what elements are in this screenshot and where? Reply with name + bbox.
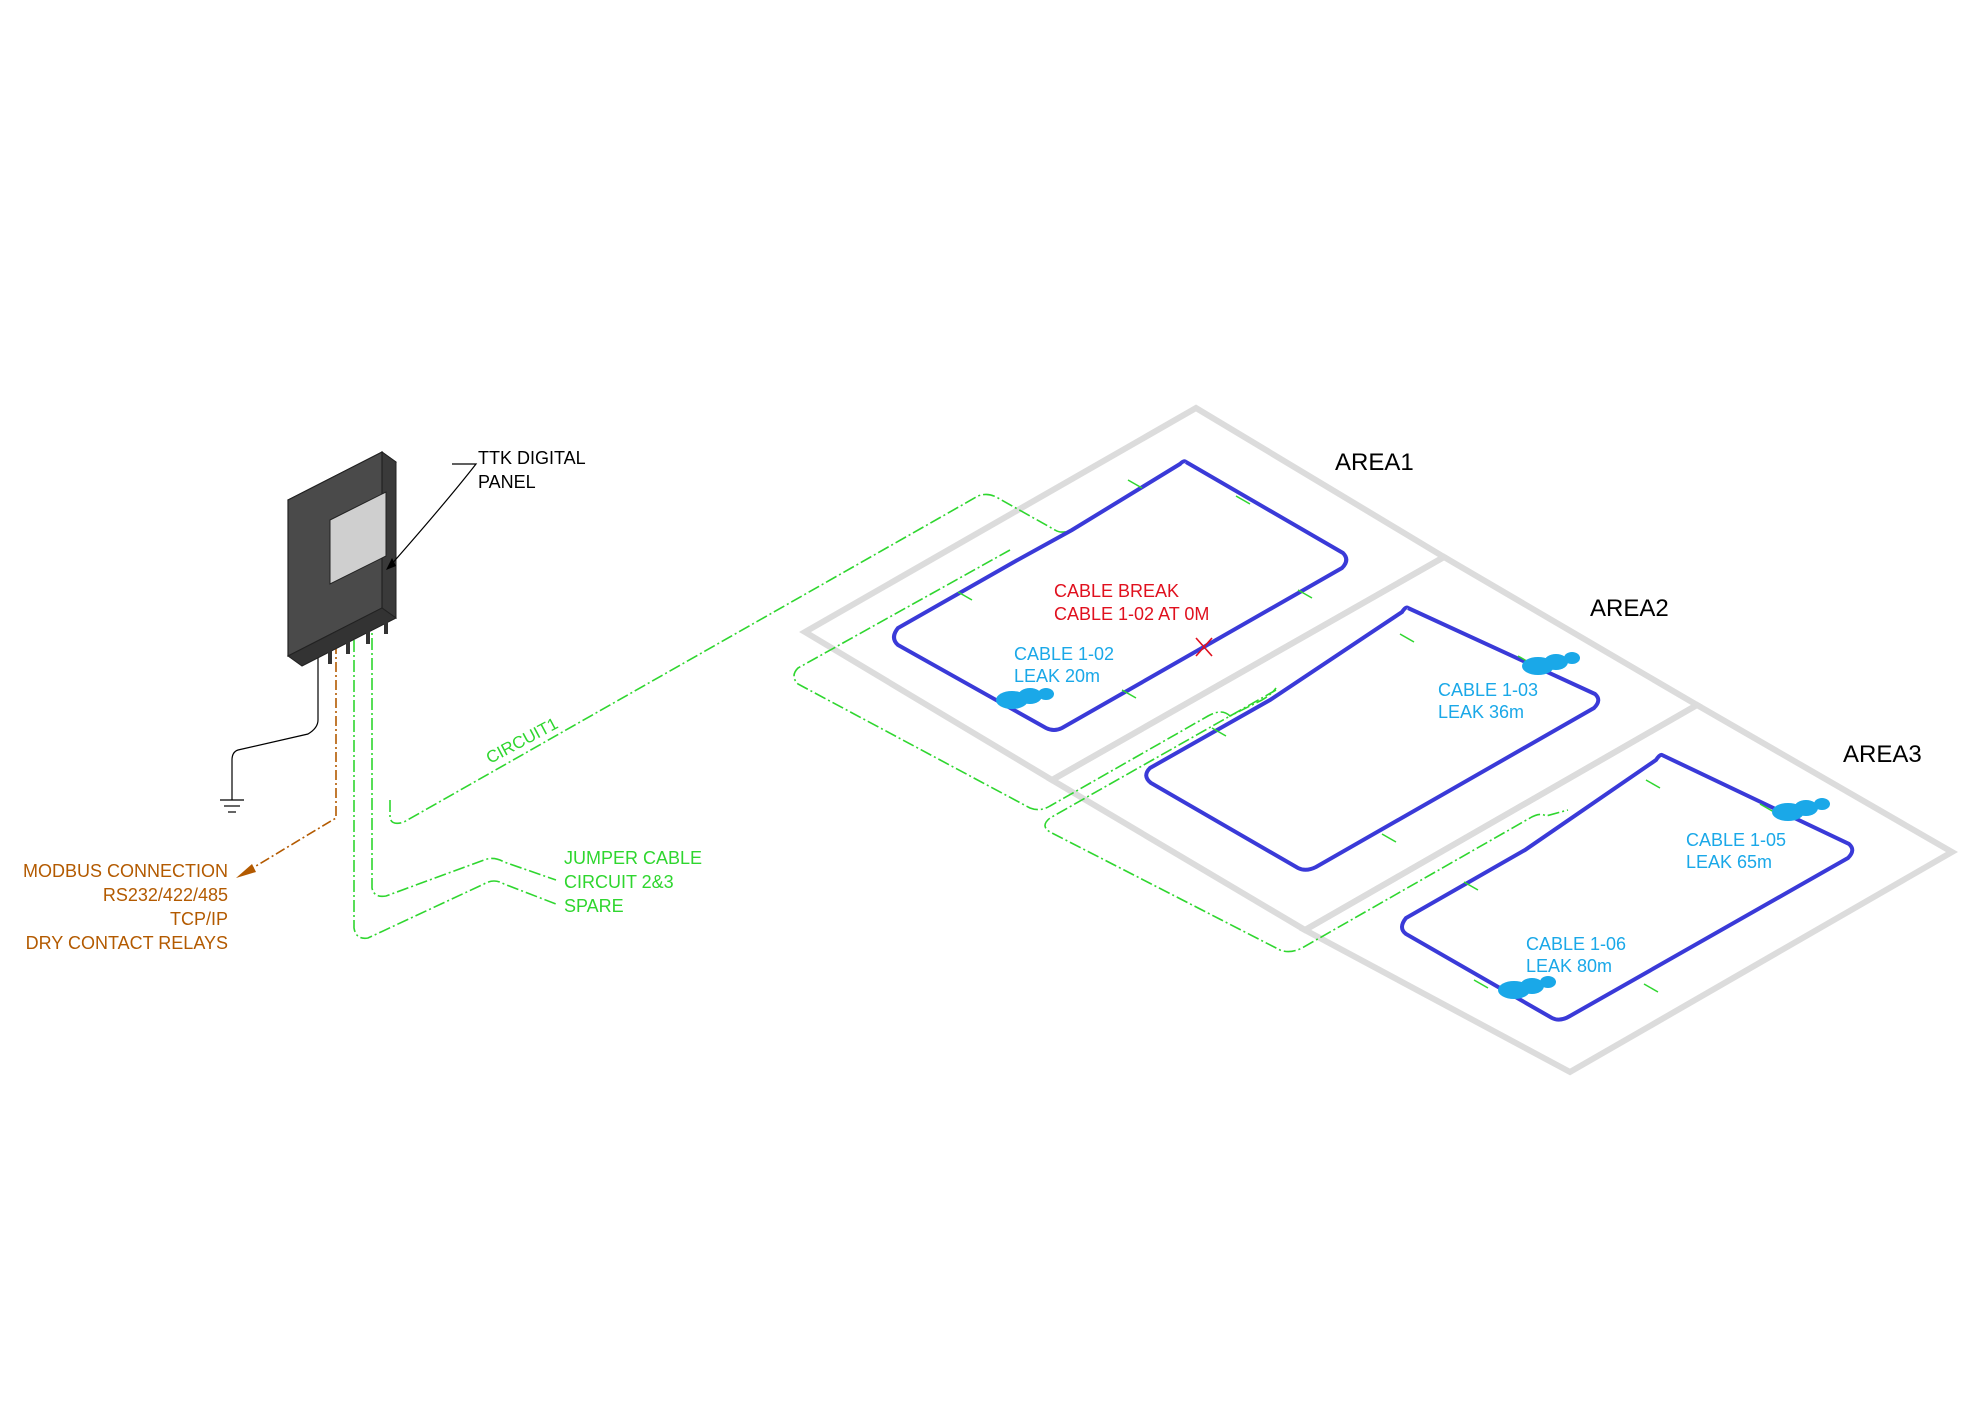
alarm-label-line1: CABLE BREAK xyxy=(1054,581,1179,601)
leak-1-02-cable: CABLE 1-02 xyxy=(1014,644,1114,664)
circuit1-label: CIRCUIT1 xyxy=(483,714,561,768)
cable-loop-area2 xyxy=(1144,605,1601,872)
panel-label-line1: TTK DIGITAL xyxy=(478,448,586,468)
circuit3-line xyxy=(353,620,557,940)
ttk-digital-panel[interactable] xyxy=(287,451,397,667)
leak-icon-1-05 xyxy=(1772,798,1830,821)
area2-to-area3-jumper xyxy=(1044,689,1569,953)
circuit1-branch xyxy=(793,549,1277,811)
jumper-label-line1: JUMPER CABLE xyxy=(564,848,702,868)
panel-label-line2: PANEL xyxy=(478,472,536,492)
leak-1-03-distance: LEAK 36m xyxy=(1438,702,1524,722)
jumper-label-line2: CIRCUIT 2&3 xyxy=(564,872,674,892)
leak-1-03-cable: CABLE 1-03 xyxy=(1438,680,1538,700)
cable-break-icon xyxy=(1195,637,1213,657)
leak-1-05-cable: CABLE 1-05 xyxy=(1686,830,1786,850)
circuit1-line xyxy=(389,493,1076,825)
leak-1-02-distance: LEAK 20m xyxy=(1014,666,1100,686)
modbus-label-line1: MODBUS CONNECTION xyxy=(23,861,228,881)
jumper-circuits xyxy=(353,493,1569,953)
leak-icon-1-06 xyxy=(1498,976,1556,999)
modbus-label-line3: TCP/IP xyxy=(170,909,228,929)
jumper-label-line3: SPARE xyxy=(564,896,624,916)
cable-markers xyxy=(957,479,1775,993)
ground-connection xyxy=(220,645,319,813)
modbus-output xyxy=(236,626,337,878)
leak-markers xyxy=(996,652,1830,999)
cable-loop-area1 xyxy=(892,459,1349,732)
leak-icon-1-03 xyxy=(1522,652,1580,675)
panel-leader-line xyxy=(389,463,478,567)
area-zones xyxy=(799,404,1959,1076)
panel-screen xyxy=(329,491,387,585)
modbus-label-line2: RS232/422/485 xyxy=(103,885,228,905)
cable-loop-area3 xyxy=(1400,752,1855,1022)
area1-label: AREA1 xyxy=(1335,449,1414,476)
leak-icon-1-02 xyxy=(996,688,1054,709)
area3-zone xyxy=(1298,701,1959,1076)
circuit2-line xyxy=(371,618,557,898)
sense-cables xyxy=(892,459,1855,1022)
leak-1-05-distance: LEAK 65m xyxy=(1686,852,1772,872)
modbus-arrow-icon xyxy=(236,864,256,878)
leak-1-06-cable: CABLE 1-06 xyxy=(1526,934,1626,954)
area3-label: AREA3 xyxy=(1843,741,1922,768)
modbus-label-line4: DRY CONTACT RELAYS xyxy=(26,933,228,953)
alarm-label-line2: CABLE 1-02 AT 0M xyxy=(1054,604,1209,624)
area2-label: AREA2 xyxy=(1590,595,1669,622)
modbus-line xyxy=(245,626,337,873)
leak-1-06-distance: LEAK 80m xyxy=(1526,956,1612,976)
